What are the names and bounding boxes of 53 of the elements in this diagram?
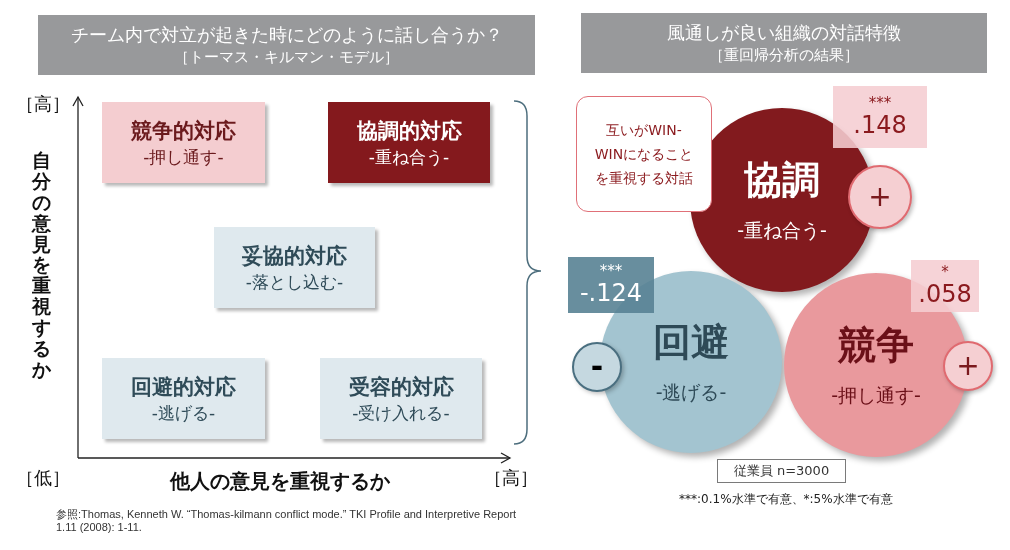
axis-title: 自分の意見を重視するか xyxy=(32,150,51,380)
plus-sign: + xyxy=(956,351,980,381)
minus-sign: - xyxy=(590,352,604,382)
mode-name: 協調的対応 xyxy=(356,117,462,145)
coefficient-tag xyxy=(833,86,927,148)
coefficient-tag xyxy=(568,257,654,313)
header-subtitle: ［トーマス・キルマン・モデル］ xyxy=(174,47,399,67)
mode-card xyxy=(328,102,490,183)
mode-description: -押し通す- xyxy=(143,145,224,169)
header-banner xyxy=(581,13,987,73)
coefficient-value: .058 xyxy=(918,280,972,308)
sign-circle xyxy=(572,342,622,392)
mode-name: 競争的対応 xyxy=(131,117,236,145)
mode-name: 競争 xyxy=(838,322,914,368)
mode-description: -重ね合う- xyxy=(368,145,450,169)
sample-size-text: 従業員 n=3000 xyxy=(733,462,830,480)
mode-card xyxy=(102,358,265,439)
mode-description: -落とし込む- xyxy=(245,270,344,294)
significance-stars: * xyxy=(941,264,949,280)
significance-stars: *** xyxy=(599,263,623,279)
callout-text: 互いがWIN-WINになることを重視する対話 xyxy=(593,121,695,188)
mode-name: 回避的対応 xyxy=(131,373,236,401)
plus-sign: + xyxy=(868,182,892,212)
mode-card xyxy=(214,227,375,308)
header-title: チーム内で対立が起きた時にどのように話し合うか？ xyxy=(70,23,503,47)
callout-card xyxy=(576,96,712,212)
axis-end-label: ［低］ xyxy=(16,467,70,489)
significance-stars: *** xyxy=(868,95,892,111)
sample-size-tag xyxy=(717,459,846,483)
mode-name: 回避 xyxy=(653,319,729,365)
mode-card xyxy=(320,358,482,439)
axis-end-label: ［高］ xyxy=(484,467,538,489)
header-subtitle: ［重回帰分析の結果］ xyxy=(709,45,859,65)
sign-circle xyxy=(943,341,993,391)
coefficient-value: .148 xyxy=(853,111,907,139)
header-banner xyxy=(38,15,535,75)
significance-note: ***:0.1%水準で有意、*:5%水準で有意 xyxy=(679,491,893,507)
mode-description: -重ね合う- xyxy=(737,218,827,243)
mode-description: -逃げる- xyxy=(151,401,216,425)
mode-description: -押し通す- xyxy=(831,383,921,408)
mode-name: 妥協的対応 xyxy=(242,242,347,270)
mode-description: -逃げる- xyxy=(655,380,727,405)
axis-end-label: ［高］ xyxy=(16,93,70,115)
reference-note: 参照:Thomas, Kenneth W. “Thomas-kilmann conflict mode.” TKI Profile and Interpretive Report 1.11 (2008): 1-11. xyxy=(56,508,518,534)
mode-card xyxy=(102,102,265,183)
header-title: 風通しが良い組織の対話特徴 xyxy=(667,21,901,45)
coefficient-tag xyxy=(911,260,979,312)
coefficient-value: -.124 xyxy=(579,279,643,307)
mode-name: 受容的対応 xyxy=(348,373,454,401)
mode-name: 協調 xyxy=(744,157,820,203)
sign-circle xyxy=(848,165,912,229)
axis-title: 他人の意見を重視するか xyxy=(170,468,390,494)
mode-description: -受け入れる- xyxy=(352,401,450,425)
